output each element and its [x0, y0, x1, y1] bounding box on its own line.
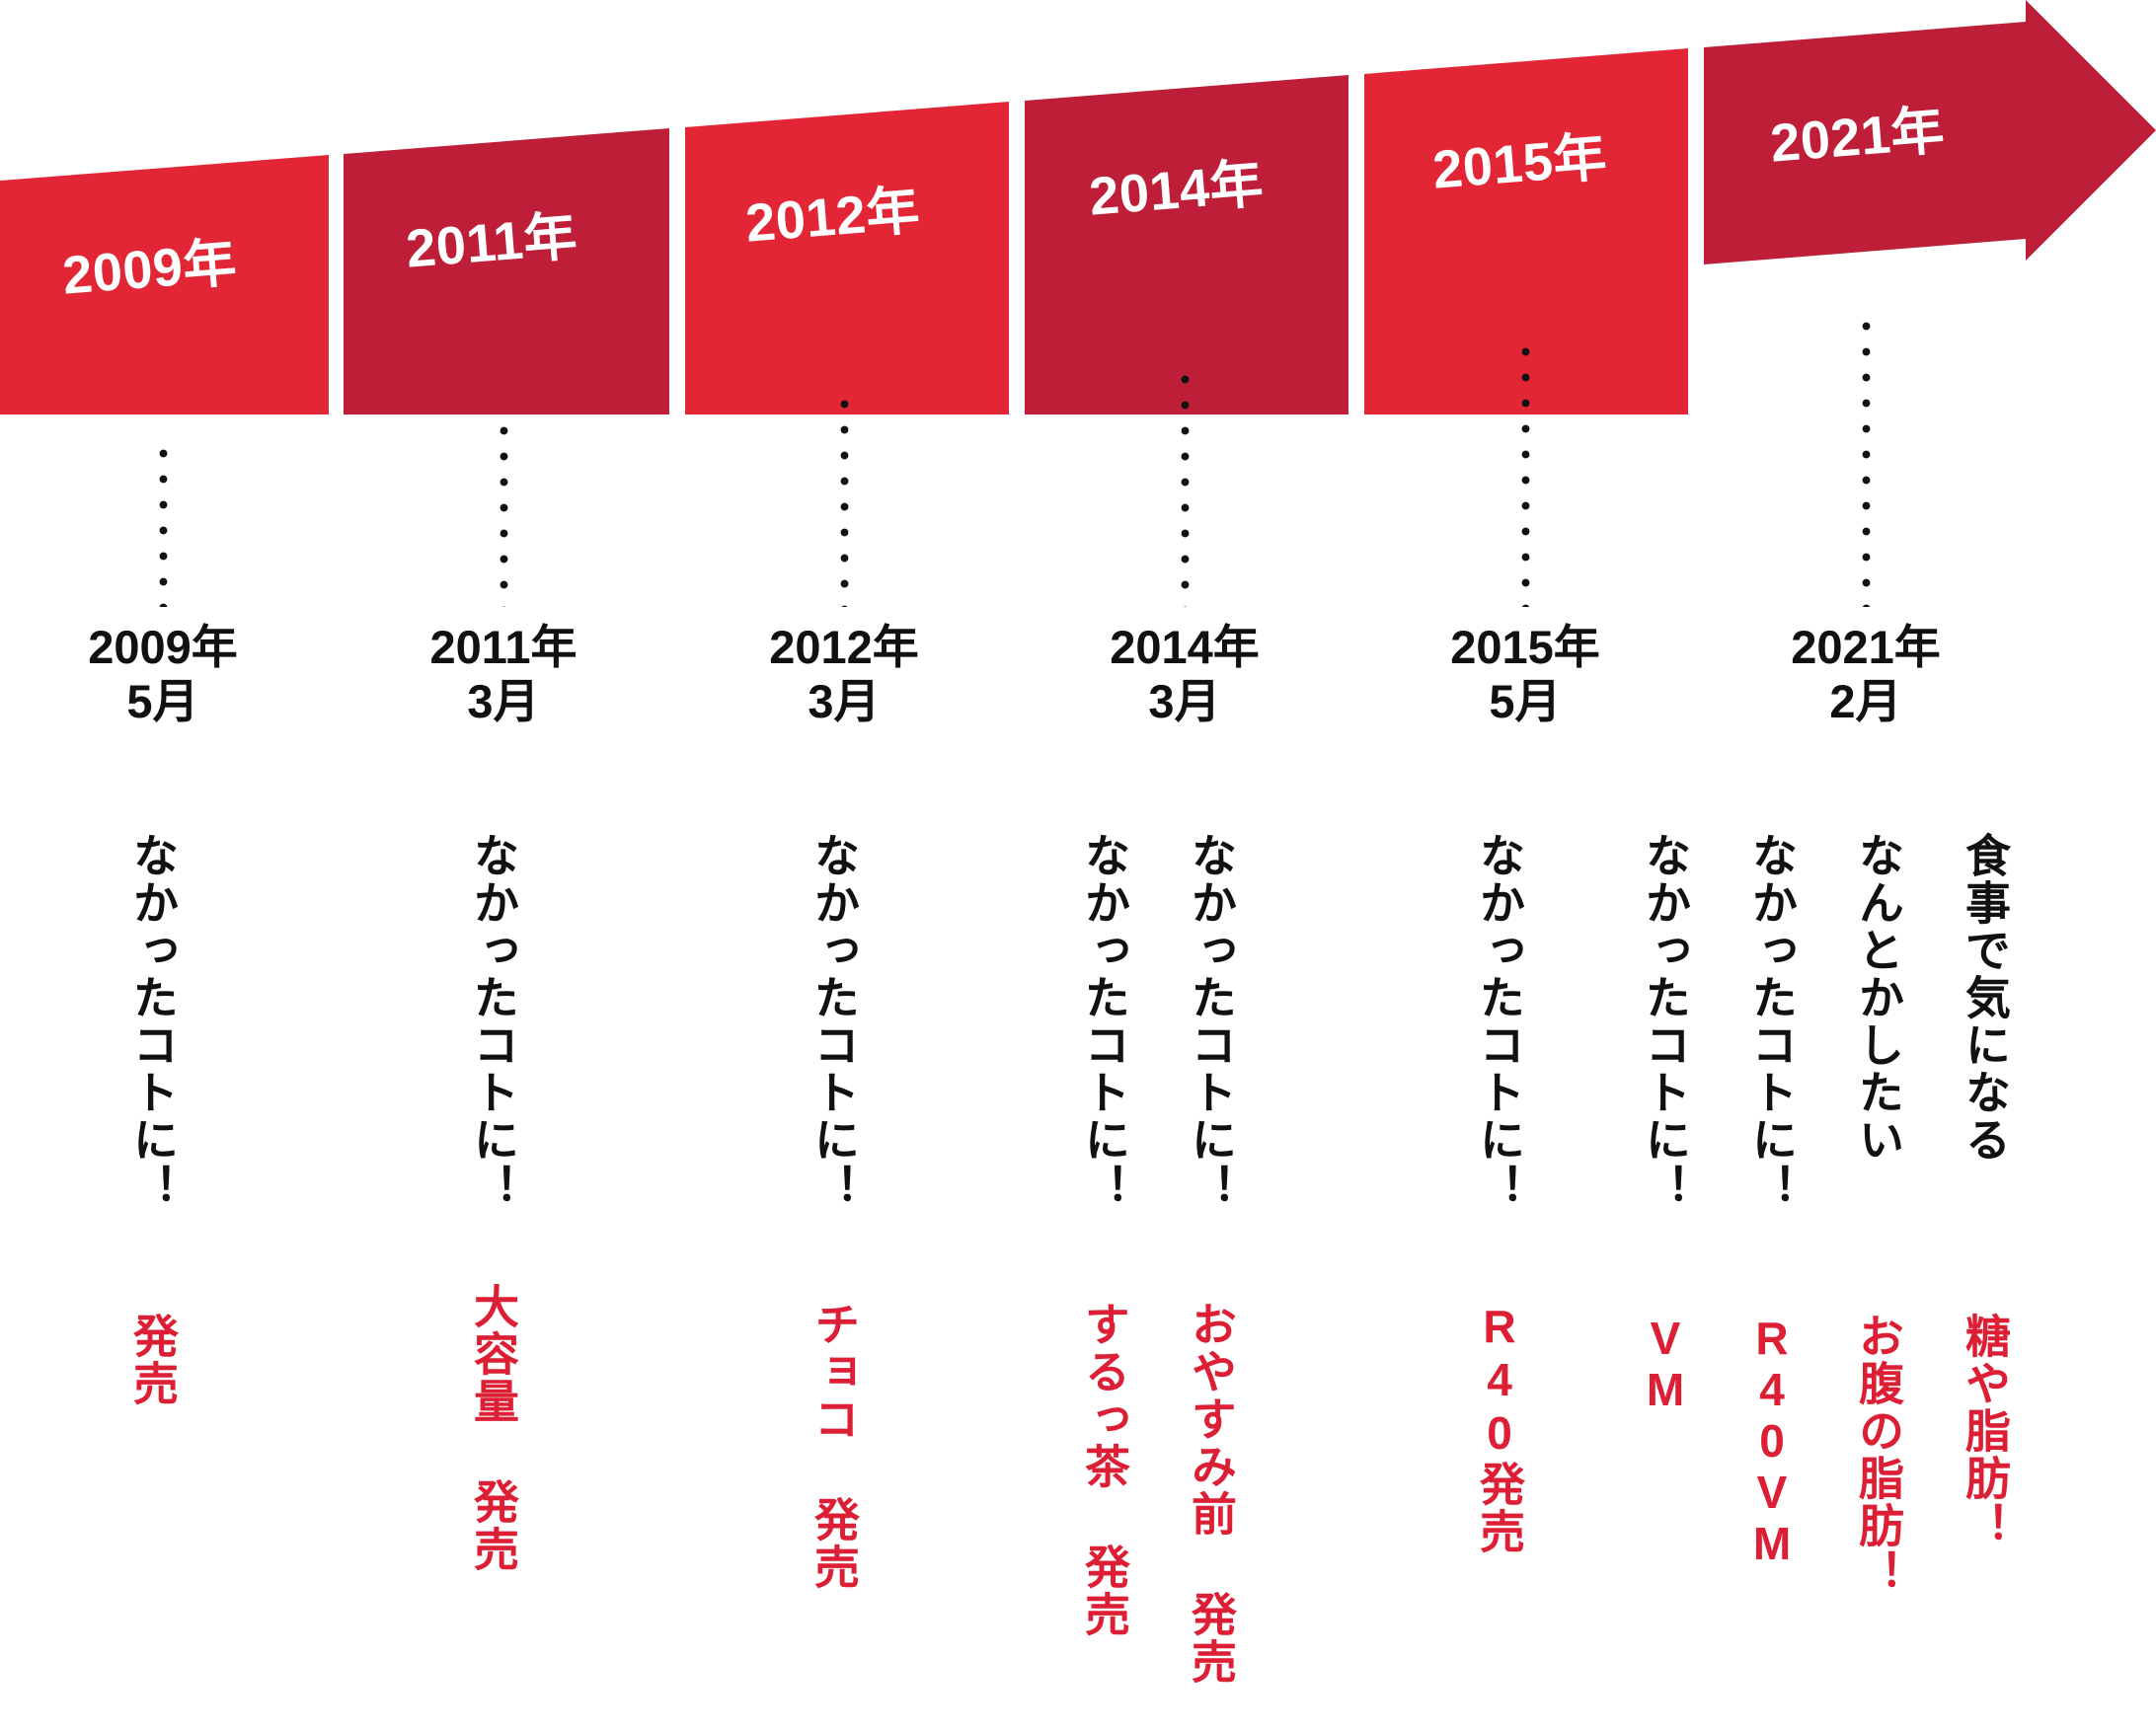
date-month: 3月: [808, 675, 881, 728]
column-product-2014-b: おやすみ前 発売: [1186, 1301, 1237, 1686]
column-lead-2021-vm: なかったコトに！: [1640, 832, 1691, 1211]
column-lead-2021-onaka: なんとかしたい: [1853, 832, 1904, 1164]
date-label-2009: 2009年 5月: [88, 620, 238, 729]
banner-year-2021: 2021年: [1768, 101, 1947, 174]
column-product-2021-onaka: お腹の脂肪！: [1853, 1313, 1904, 1597]
date-year: 2021年: [1791, 621, 1941, 673]
banner-segment-2012: [685, 102, 1009, 414]
date-year: 2011年: [429, 621, 578, 673]
date-label-2014: 2014年 3月: [1110, 620, 1260, 729]
column-lead-2014-b: なかったコトに！: [1186, 832, 1237, 1211]
column-product-2009: 発売: [127, 1313, 179, 1407]
date-label-2021: 2021年 2月: [1791, 620, 1941, 729]
connector-dots-2012: [840, 400, 849, 607]
column-product-2021-vm: VM: [1640, 1313, 1691, 1415]
arrow-banner: 2009年 2011年 2012年 2014年 2015年 2021年: [0, 0, 2156, 414]
date-year: 2012年: [769, 621, 919, 673]
connector-dots-2009: [159, 449, 168, 607]
date-label-2015: 2015年 5月: [1450, 620, 1600, 729]
date-label-2011: 2011年 3月: [430, 620, 578, 729]
date-year: 2014年: [1110, 621, 1260, 673]
connector-dots-2014: [1181, 375, 1190, 607]
date-year: 2015年: [1450, 621, 1600, 673]
column-product-2012: チョコ 発売: [808, 1301, 860, 1591]
date-year: 2009年: [88, 621, 238, 673]
column-lead-2021-r40vm: なかったコトに！: [1746, 832, 1798, 1211]
connector-dots-2021: [1862, 322, 1871, 607]
column-lead-2015: なかったコトに！: [1474, 832, 1525, 1211]
column-product-2021-tou: 糖や脂肪！: [1960, 1313, 2011, 1549]
column-lead-2021-tou: 食事で気になる: [1960, 832, 2011, 1164]
banner-segment-2011: [344, 128, 669, 414]
banner-year-2015: 2015年: [1430, 127, 1609, 200]
column-product-2015: R40発売: [1474, 1301, 1525, 1555]
column-product-2021-r40vm: R40VM: [1746, 1313, 1798, 1569]
date-month: 2月: [1829, 675, 1902, 728]
banner-year-2009: 2009年: [60, 233, 239, 306]
connector-dots-2015: [1521, 347, 1530, 607]
column-lead-2014-a: なかったコトに！: [1079, 832, 1130, 1211]
banner-segment-2015: [1364, 48, 1688, 414]
banner-segment-2009: [0, 155, 329, 414]
banner-year-2011: 2011年: [404, 206, 580, 279]
banner-segment-2021: [1704, 0, 2156, 414]
column-lead-2011: なかったコトに！: [468, 832, 519, 1211]
connector-dots-2011: [500, 426, 508, 607]
date-month: 3月: [1148, 675, 1221, 728]
column-product-2011: 大容量 発売: [468, 1283, 519, 1573]
banner-segment-2014: [1025, 75, 1348, 414]
date-month: 5月: [1489, 675, 1562, 728]
date-label-2012: 2012年 3月: [769, 620, 919, 729]
banner-year-2014: 2014年: [1087, 154, 1266, 227]
column-lead-2012: なかったコトに！: [808, 832, 860, 1211]
column-lead-2009: なかったコトに！: [127, 832, 179, 1211]
column-product-2014-a: するっ茶 発売: [1079, 1301, 1130, 1638]
date-month: 5月: [126, 675, 199, 728]
banner-year-2012: 2012年: [743, 181, 922, 254]
date-month: 3月: [467, 675, 540, 728]
